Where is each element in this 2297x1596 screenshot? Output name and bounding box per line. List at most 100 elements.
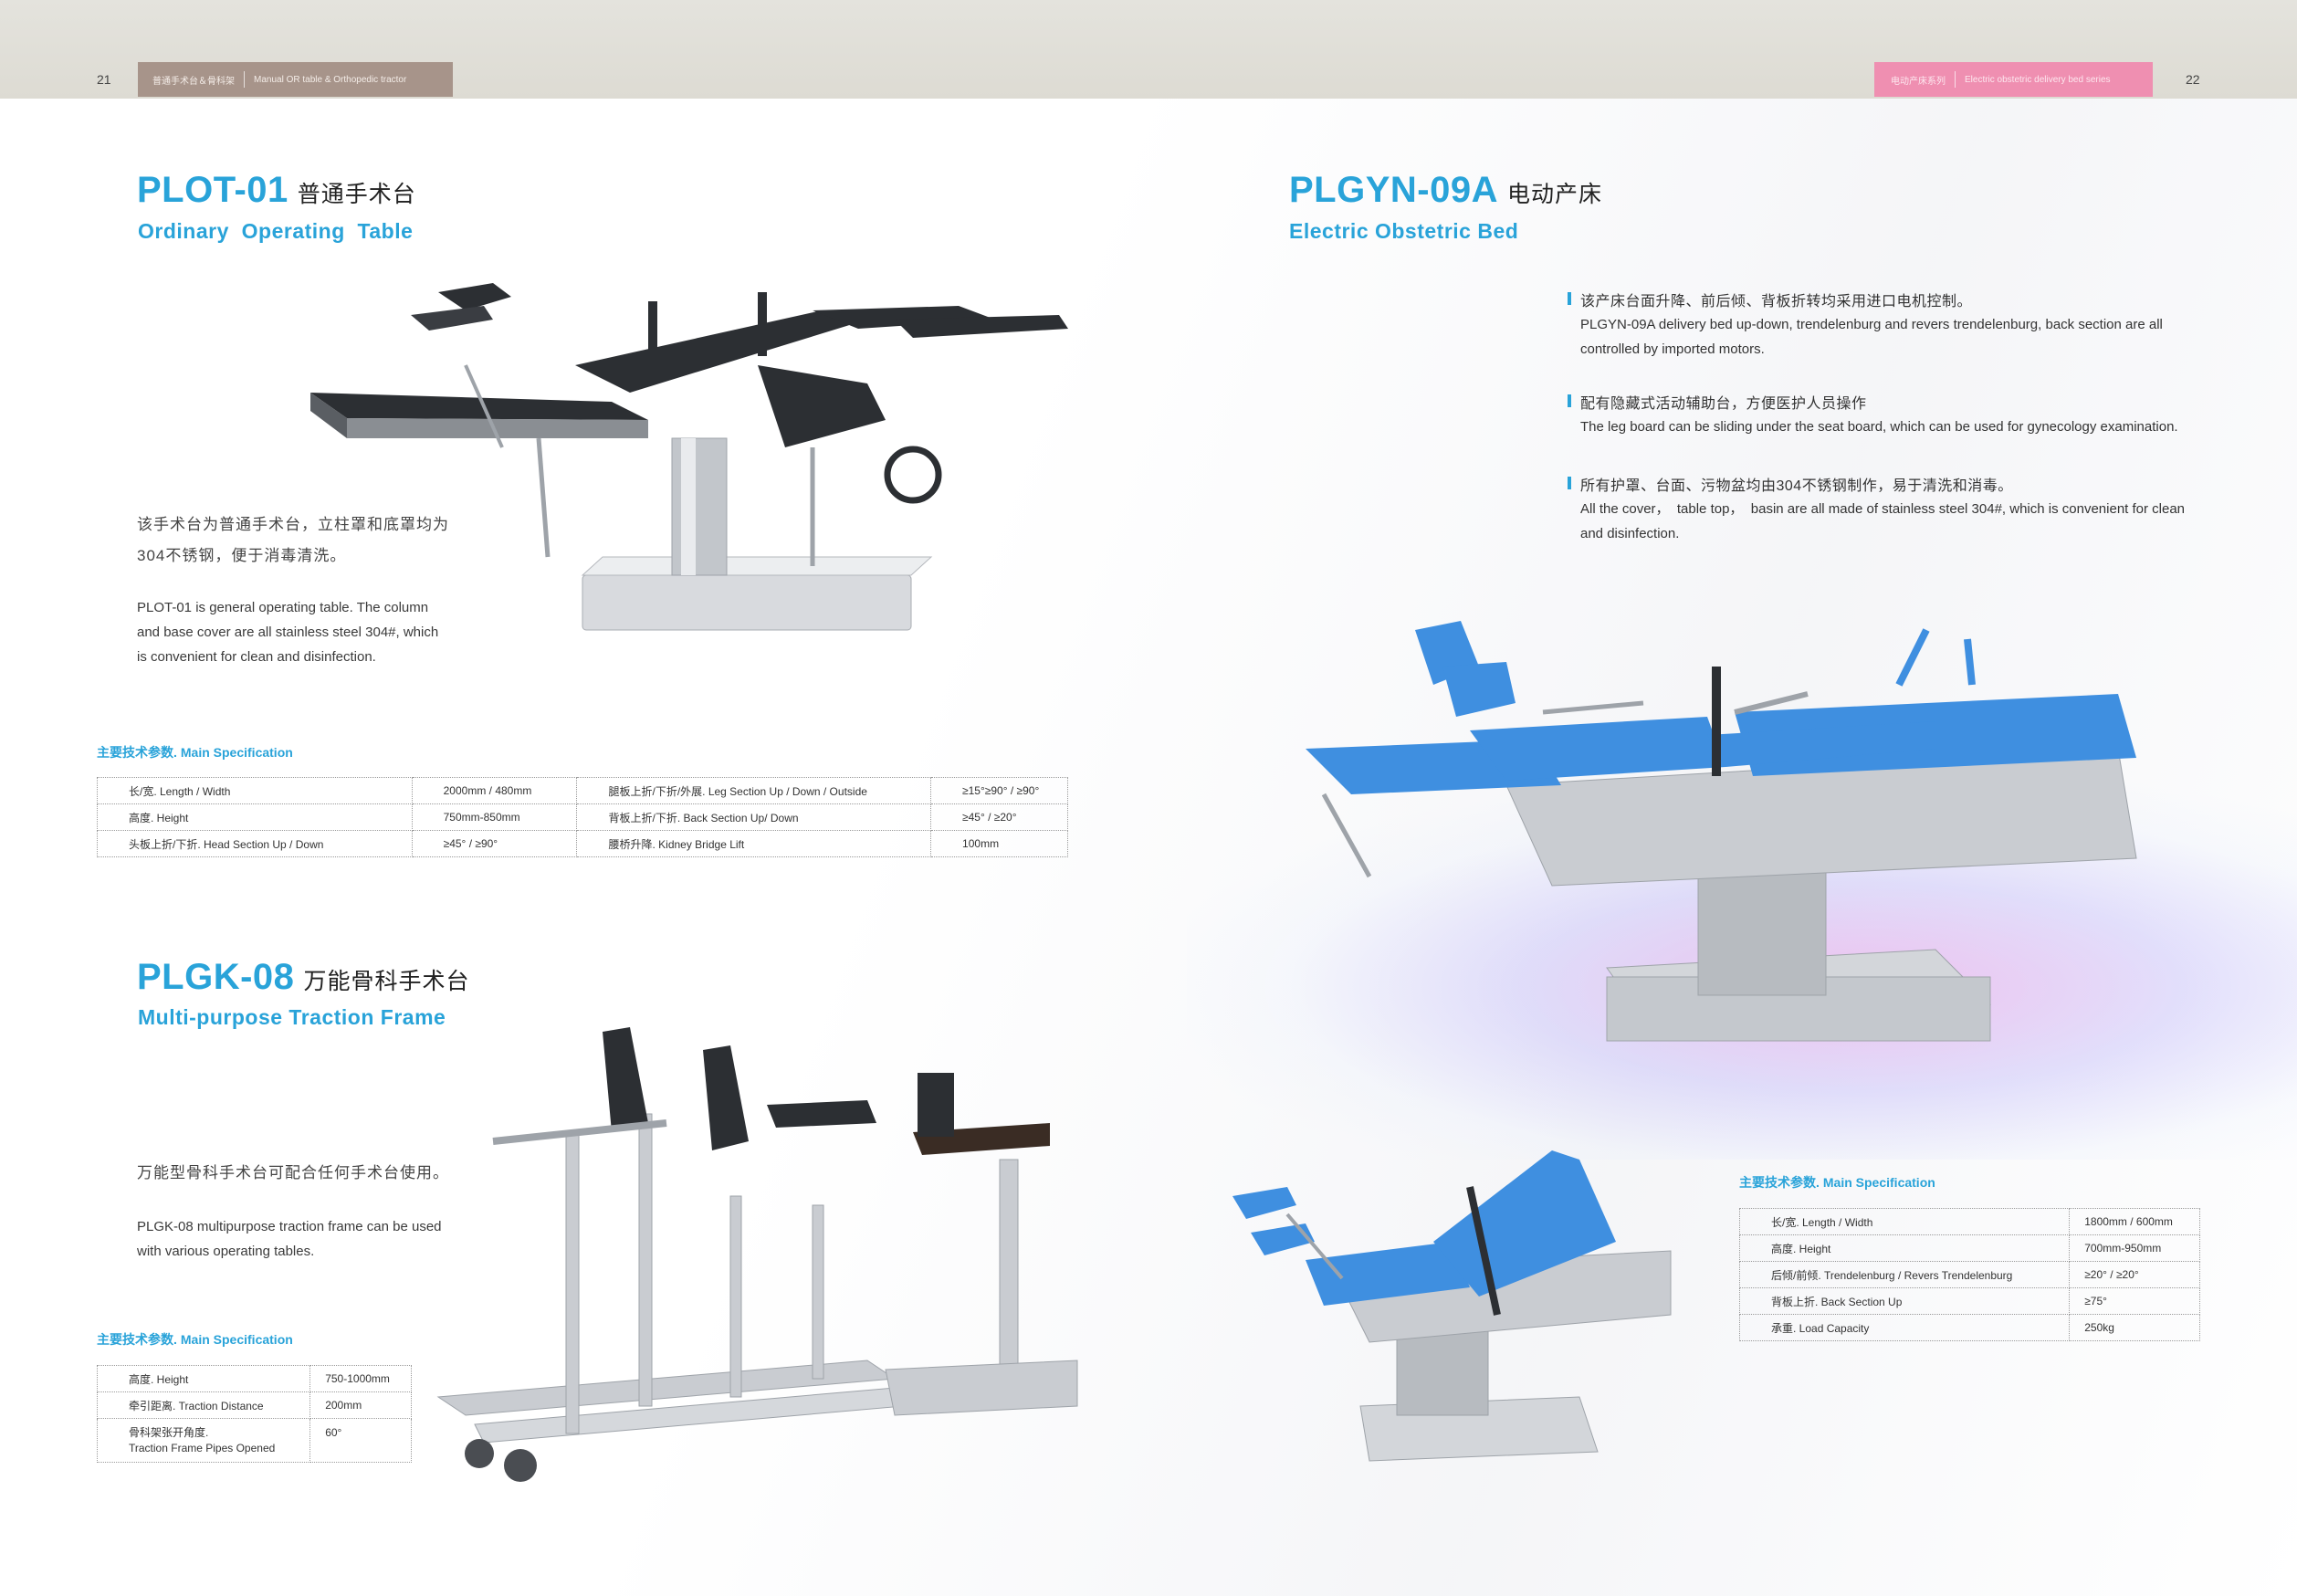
plgyn-feature-2-cn: 配有隐藏式活动辅助台，方便医护人员操作 (1580, 396, 1867, 412)
plgyn-spec-heading: 主要技术参数.Main Specification (1739, 1173, 1939, 1192)
spec-label: 腰桥升降. Kidney Bridge Lift (576, 830, 932, 857)
obstetric-bed-large-image (1306, 621, 2137, 1042)
plgk08-name-cn: 万能骨科手术台 (303, 969, 470, 994)
section-tab-right: 电动产床系列 Electric obstetric delivery bed s… (1874, 62, 2153, 97)
plgk08-description-en: PLGK-08 multipurpose traction frame can … (137, 1214, 442, 1264)
feature-en-line: and disinfection. (1580, 526, 1680, 541)
plot01-name-cn: 普通手术台 (297, 182, 416, 207)
spec-label: 背板上折/下折. Back Section Up/ Down (576, 803, 932, 831)
spec-label-en: Traction Frame Pipes Opened (129, 1441, 276, 1454)
plot01-title: PLOT-01 普通手术台 (137, 170, 416, 211)
spec-label: 骨科架张开角度. Traction Frame Pipes Opened (96, 1418, 311, 1463)
spec-heading-en: Main Specification (1822, 1175, 1935, 1190)
bullet-marker (1568, 477, 1571, 489)
plgyn-subtitle: Electric Obstetric Bed (1289, 219, 1519, 243)
spec-value: ≥20° / ≥20° (2069, 1261, 2200, 1288)
plgk08-subtitle: Multi-purpose Traction Frame (138, 1005, 446, 1029)
table-row: 后倾/前倾. Trendelenburg / Revers Trendelenb… (1738, 1261, 2200, 1288)
table-row: 牵引距离. Traction Distance 200mm (96, 1391, 412, 1419)
plgk08-title: PLGK-08 万能骨科手术台 (137, 957, 469, 998)
plot01-desc-en-line: is convenient for clean and disinfection… (137, 649, 376, 665)
plgk08-description-cn: 万能型骨科手术台可配合任何手术台使用。 (137, 1164, 449, 1181)
plgk08-spec-table: 高度. Height 750-1000mm 牵引距离. Traction Dis… (96, 1365, 412, 1463)
feature-en-line: All the cover， table top， basin are all … (1580, 501, 2186, 517)
spec-value: 60° (309, 1418, 412, 1463)
plgyn-feature-3-en: All the cover， table top， basin are all … (1580, 497, 2185, 546)
plgyn-spec-table: 长/宽. Length / Width 1800mm / 600mm 高度. H… (1738, 1208, 2200, 1341)
spec-heading-en: Main Specification (180, 1332, 293, 1347)
section-tab-left: 普通手术台＆骨科架 Manual OR table & Orthopedic t… (138, 62, 453, 97)
spec-value: 750mm-850mm (411, 803, 578, 831)
table-row: 高度. Height 700mm-950mm (1738, 1234, 2200, 1262)
spec-value: 250kg (2069, 1314, 2200, 1341)
plgk08-spec-heading: 主要技术参数.Main Specification (97, 1330, 297, 1349)
table-row: 背板上折. Back Section Up ≥75° (1738, 1287, 2200, 1315)
plgyn-model: PLGYN-09A (1289, 170, 1498, 210)
plot01-subtitle: Ordinary Operating Table (138, 219, 414, 243)
spec-label: 背板上折. Back Section Up (1738, 1287, 2071, 1315)
plgyn-name-cn: 电动产床 (1507, 182, 1603, 207)
bullet-marker (1568, 292, 1571, 305)
spec-label: 后倾/前倾. Trendelenburg / Revers Trendelenb… (1738, 1261, 2071, 1288)
spec-label: 高度. Height (97, 803, 413, 831)
plgyn-title: PLGYN-09A 电动产床 (1289, 170, 1602, 211)
spec-value: ≥75° (2069, 1287, 2200, 1315)
section-tab-left-en: Manual OR table & Orthopedic tractor (254, 74, 407, 85)
tab-divider (244, 71, 245, 88)
spec-value: 750-1000mm (309, 1365, 412, 1392)
spec-value: 2000mm / 480mm (411, 777, 578, 804)
spec-heading-cn: 主要技术参数. (1739, 1175, 1820, 1190)
spec-value: 200mm (309, 1391, 412, 1419)
plot01-description-cn: 该手术台为普通手术台，立柱罩和底罩均为 304不锈钢，便于消毒清洗。 (137, 509, 449, 572)
plot01-desc-cn-line: 304不锈钢，便于消毒清洗。 (137, 547, 347, 564)
feature-en-line: controlled by imported motors. (1580, 341, 1765, 357)
spec-label: 腿板上折/下折/外展. Leg Section Up / Down / Outs… (576, 777, 932, 804)
plot01-spec-heading: 主要技术参数.Main Specification (97, 743, 297, 761)
spec-label: 头板上折/下折. Head Section Up / Down (97, 830, 413, 857)
spec-value: 700mm-950mm (2069, 1234, 2200, 1262)
obstetric-bed-small-image (1232, 1150, 1672, 1462)
table-row: 头板上折/下折. Head Section Up / Down ≥45° / ≥… (97, 830, 1068, 857)
bullet-marker (1568, 394, 1571, 407)
traction-frame-image (436, 1027, 1078, 1482)
plot01-model: PLOT-01 (137, 170, 288, 210)
plgk08-desc-en-line: PLGK-08 multipurpose traction frame can … (137, 1219, 442, 1234)
spec-label-cn: 骨科架张开角度. (129, 1425, 209, 1439)
feature-en-line: PLGYN-09A delivery bed up-down, trendele… (1580, 317, 2163, 332)
table-row: 长/宽. Length / Width 2000mm / 480mm 腿板上折/… (97, 777, 1068, 804)
plgyn-feature-1-en: PLGYN-09A delivery bed up-down, trendele… (1580, 312, 2163, 362)
spec-label: 长/宽. Length / Width (97, 777, 413, 804)
table-row: 承重. Load Capacity 250kg (1738, 1314, 2200, 1341)
table-row: 高度. Height 750-1000mm (96, 1365, 412, 1392)
plot01-desc-en-line: PLOT-01 is general operating table. The … (137, 600, 429, 615)
spec-heading-en: Main Specification (180, 745, 293, 760)
plot01-description-en: PLOT-01 is general operating table. The … (137, 595, 438, 669)
spec-value: 100mm (930, 830, 1068, 857)
plgyn-feature-3-cn: 所有护罩、台面、污物盆均由304不锈钢制作，易于清洗和消毒。 (1580, 478, 2013, 494)
table-row: 高度. Height 750mm-850mm 背板上折/下折. Back Sec… (97, 803, 1068, 831)
plgk08-desc-en-line: with various operating tables. (137, 1244, 315, 1259)
spec-heading-cn: 主要技术参数. (97, 1332, 177, 1347)
tab-divider (1955, 71, 1956, 88)
spec-label: 承重. Load Capacity (1738, 1314, 2071, 1341)
spec-label: 牵引距离. Traction Distance (96, 1391, 311, 1419)
section-tab-right-cn: 电动产床系列 (1891, 76, 1946, 87)
spec-value: ≥45° / ≥20° (930, 803, 1068, 831)
plot01-desc-cn-line: 该手术台为普通手术台，立柱罩和底罩均为 (137, 516, 449, 533)
operating-table-image (310, 283, 1068, 631)
spec-label: 高度. Height (96, 1365, 311, 1392)
table-row: 骨科架张开角度. Traction Frame Pipes Opened 60° (96, 1418, 412, 1463)
page-number-right: 22 (2186, 72, 2200, 87)
spec-label: 高度. Height (1738, 1234, 2071, 1262)
spec-value: 1800mm / 600mm (2069, 1208, 2200, 1235)
spec-value: ≥15°≥90° / ≥90° (930, 777, 1068, 804)
plgk08-model: PLGK-08 (137, 957, 295, 997)
table-row: 长/宽. Length / Width 1800mm / 600mm (1738, 1208, 2200, 1235)
page-number-left: 21 (97, 72, 111, 87)
section-tab-right-en: Electric obstetric delivery bed series (1965, 74, 2111, 85)
plot01-spec-table: 长/宽. Length / Width 2000mm / 480mm 腿板上折/… (97, 777, 1068, 857)
plgyn-feature-2-en: The leg board can be sliding under the s… (1580, 419, 2178, 435)
spec-label: 长/宽. Length / Width (1738, 1208, 2071, 1235)
plot01-desc-en-line: and base cover are all stainless steel 3… (137, 625, 439, 640)
section-tab-left-cn: 普通手术台＆骨科架 (152, 76, 235, 87)
